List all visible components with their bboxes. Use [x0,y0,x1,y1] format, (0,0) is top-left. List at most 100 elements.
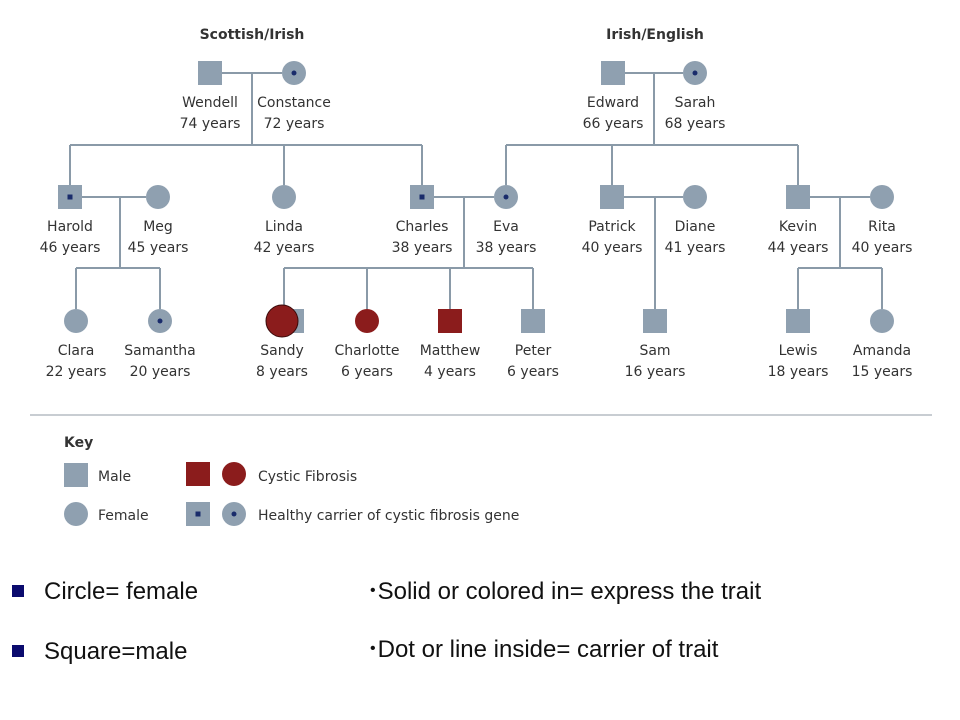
pedigree-symbols [58,61,894,338]
person-age: 20 years [130,364,191,380]
male-symbol [786,309,810,333]
person-charles [410,185,434,209]
person-sarah [683,61,707,85]
legend-carrier-male-dot [195,511,201,517]
person-age: 38 years [476,240,537,256]
bullet-square-icon [12,584,24,597]
person-name: Constance [257,95,331,111]
person-name: Kevin [779,219,817,235]
bullet-dot-carrier: •Dot or line inside= carrier of trait [370,636,718,664]
person-edward [601,61,625,85]
bullet-square-male: Square=male [12,638,187,666]
carrier-dot [692,70,698,76]
bullet-solid-express-trait: •Solid or colored in= express the trait [370,578,761,606]
pedigree-lines [69,72,883,309]
person-age: 44 years [768,240,829,256]
person-peter [521,309,545,333]
person-name: Patrick [588,219,636,235]
person-name: Clara [58,343,95,359]
female-symbol [355,309,379,333]
person-age: 15 years [852,364,913,380]
person-age: 66 years [583,116,644,132]
male-symbol [198,61,222,85]
person-rita [870,185,894,209]
person-clara [64,309,88,333]
legend-female-symbol [64,502,88,526]
person-name: Linda [265,219,303,235]
carrier-dot [157,318,163,324]
person-name: Sandy [260,343,304,359]
person-age: 40 years [582,240,643,256]
person-name: Edward [587,95,639,111]
legend-female-label: Female [98,508,149,524]
person-age: 41 years [665,240,726,256]
person-name: Eva [493,219,519,235]
person-name: Sarah [675,95,716,111]
person-age: 16 years [625,364,686,380]
family-title-right: Irish/English [606,27,704,43]
family-title-left: Scottish/Irish [200,27,305,43]
legend-affected-male-symbol [186,462,210,486]
female-symbol [683,185,707,209]
bullet-text: Circle= female [44,578,199,605]
person-name: Sam [639,343,670,359]
legend-carrier-label: Healthy carrier of cystic fibrosis gene [258,508,519,524]
bullet-text: Dot or line inside= carrier of trait [377,636,719,663]
carrier-dot [419,194,425,200]
person-name: Matthew [420,343,481,359]
female-symbol [870,309,894,333]
person-name: Diane [675,219,716,235]
person-name: Peter [515,343,552,359]
person-name: Charlotte [334,343,399,359]
person-kevin [786,185,810,209]
female-symbol [870,185,894,209]
person-age: 4 years [424,364,476,380]
person-age: 72 years [264,116,325,132]
person-sam [643,309,667,333]
person-age: 22 years [46,364,107,380]
person-harold [58,185,82,209]
bullet-text: Square=male [44,638,188,665]
carrier-dot [67,194,73,200]
person-amanda [870,309,894,333]
legend-male-label: Male [98,469,131,485]
person-name: Meg [143,219,173,235]
legend-carrier-female-dot [231,511,237,517]
female-symbol [272,185,296,209]
person-name: Amanda [853,343,911,359]
person-age: 6 years [341,364,393,380]
person-matthew [438,309,462,333]
female-symbol [146,185,170,209]
person-constance [282,61,306,85]
person-name: Charles [396,219,449,235]
male-symbol [601,61,625,85]
person-age: 38 years [392,240,453,256]
legend-title: Key [64,435,93,451]
bullet-square-icon [12,644,24,657]
person-patrick [600,185,624,209]
bullet-text: Solid or colored in= express the trait [377,578,762,605]
carrier-dot [503,194,509,200]
person-meg [146,185,170,209]
legend: Key Male Female Cystic Fibrosis Healthy … [64,435,519,526]
person-eva [494,185,518,209]
person-age: 8 years [256,364,308,380]
female-symbol [265,304,299,338]
person-samantha [148,309,172,333]
person-name: Lewis [779,343,818,359]
male-symbol [600,185,624,209]
legend-male-symbol [64,463,88,487]
person-age: 40 years [852,240,913,256]
person-diane [683,185,707,209]
person-age: 46 years [40,240,101,256]
bullet-dot-icon: • [370,581,376,599]
person-age: 68 years [665,116,726,132]
person-age: 18 years [768,364,829,380]
bullet-circle-female: Circle= female [12,578,198,606]
bullet-dot-icon: • [370,639,376,657]
male-symbol [786,185,810,209]
person-age: 42 years [254,240,315,256]
person-linda [272,185,296,209]
